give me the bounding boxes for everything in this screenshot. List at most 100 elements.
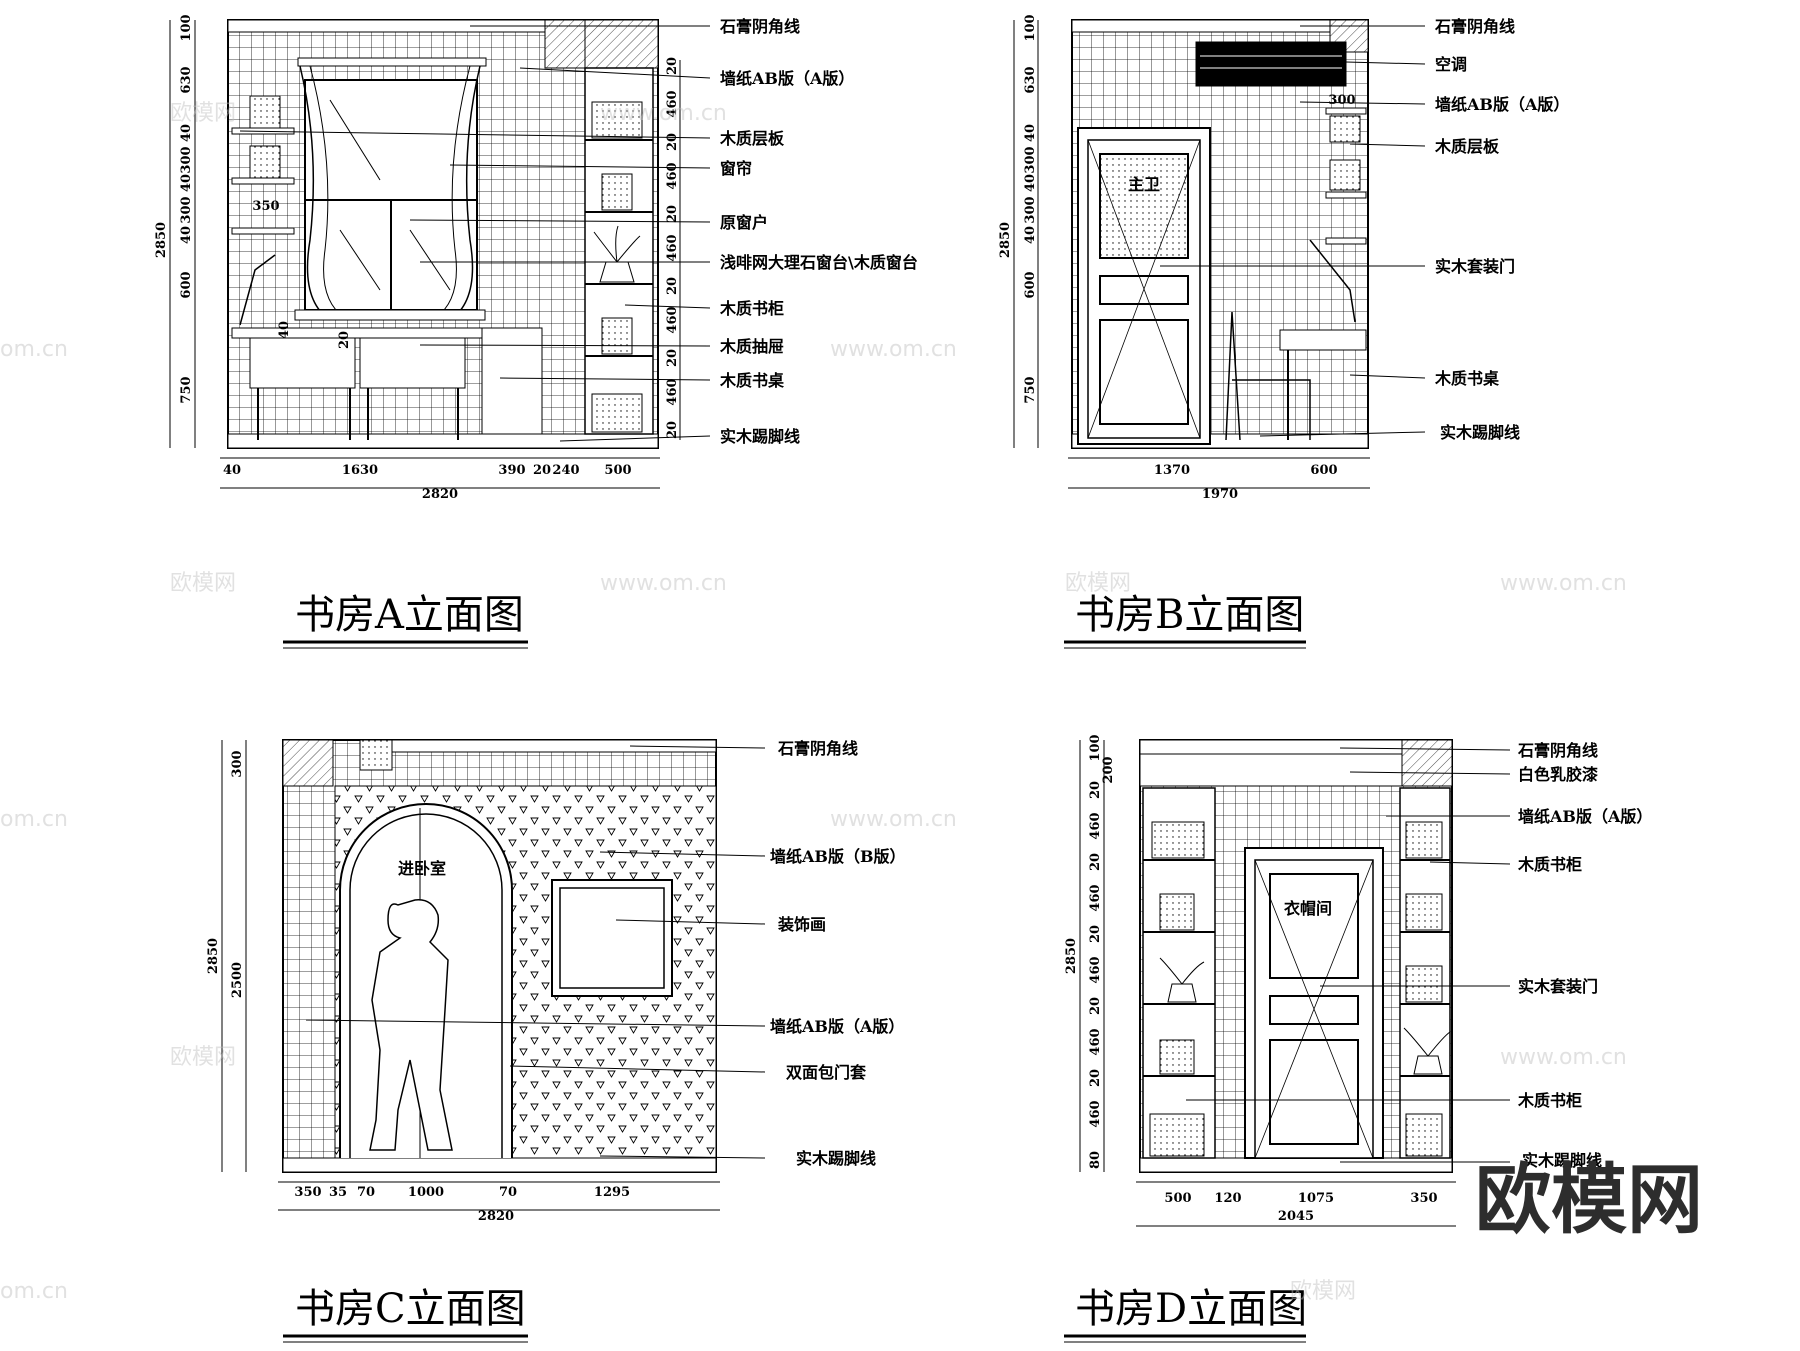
panel-c-total-height: 2850 (206, 938, 221, 974)
panel-b-title: 书房B立面图 (1075, 592, 1304, 638)
hdim: 500 (604, 463, 631, 478)
panel-b-labels: 石膏阴角线 空调 墙纸AB版（A版） 木质层板 实木套装门 木质书桌 实木踢脚线 (1434, 17, 1569, 442)
material-label: 墙纸AB版（A版） (1518, 807, 1652, 826)
material-label: 实木踢脚线 (1522, 1151, 1602, 1170)
hdim: 600 (1310, 463, 1337, 478)
vdim: 20 (665, 133, 680, 151)
vdim: 20 (665, 205, 680, 223)
watermark: www.om.cn (600, 571, 727, 596)
panel-c-total-width: 2820 (478, 1209, 514, 1224)
panel-a-elevation (227, 19, 659, 449)
watermark: www.om.cn (830, 807, 957, 832)
panel-b-desk (1279, 329, 1367, 351)
material-label: 石膏阴角线 (1434, 17, 1515, 36)
material-label: 木质书柜 (1517, 1091, 1582, 1110)
material-label: 实木踢脚线 (720, 427, 800, 446)
panel-d-leaders (1186, 747, 1511, 1163)
vdim: 600 (1023, 271, 1038, 298)
brand-logo-text: 欧模网 (1475, 1155, 1703, 1244)
material-label: 实木踢脚线 (1440, 423, 1520, 442)
panel-c-human-figure (369, 899, 453, 1151)
vdim: 20 (1088, 853, 1103, 871)
panel-a-curtain-left (299, 65, 331, 321)
material-label: 木质书桌 (719, 371, 784, 390)
material-label: 木质层板 (719, 129, 785, 148)
vdim: 300 (230, 750, 245, 777)
inner-dim: 350 (252, 199, 279, 214)
hdim: 1370 (1154, 463, 1190, 478)
panel-d-title: 书房D立面图 (1075, 1286, 1307, 1332)
material-label: 原窗户 (720, 213, 768, 232)
panel-b-elevation: 主卫 300 (1071, 19, 1369, 449)
panel-a-labels: 石膏阴角线 墙纸AB版（A版） 木质层板 窗帘 原窗户 浅啡网大理石窗台\木质窗… (719, 17, 918, 446)
vdim: 100 (1088, 734, 1103, 761)
material-label: 双面包门套 (786, 1063, 867, 1082)
watermark: om.cn (0, 807, 68, 832)
watermark: www.om.cn (830, 337, 957, 362)
hdim: 120 (1214, 1191, 1241, 1206)
panel-a-hdims: 40 1630 390 20 240 500 2820 350 40 20 (220, 199, 660, 502)
material-label: 木质书桌 (1434, 369, 1499, 388)
panel-a-curtain-right (449, 65, 481, 321)
hdim: 1075 (1298, 1191, 1334, 1206)
vdim: 100 (179, 14, 194, 41)
hdim: 350 (294, 1185, 321, 1200)
material-label: 墙纸AB版（B版） (770, 847, 905, 866)
hdim: 20 (533, 463, 551, 478)
panel-a-total-width: 2820 (422, 487, 458, 502)
panel-c-title: 书房C立面图 (295, 1286, 526, 1332)
hdim: 240 (552, 463, 579, 478)
vdim: 40 (1023, 226, 1038, 244)
vdim: 200 (1101, 756, 1116, 783)
panel-c-room-name: 进卧室 (398, 859, 446, 878)
panel-d-room-name: 衣帽间 (1284, 899, 1332, 918)
vdim: 630 (179, 66, 194, 93)
vdim: 460 (665, 378, 680, 405)
vdim: 300 (179, 146, 194, 173)
panel-b-air-conditioner (1195, 41, 1347, 87)
panel-d-elevation: 衣帽间 (1139, 739, 1453, 1173)
watermark: 欧模网 (1065, 571, 1131, 596)
vdim: 460 (1088, 956, 1103, 983)
panel-a-total-height: 2850 (154, 222, 169, 258)
material-label: 装饰画 (777, 915, 826, 934)
vdim: 300 (1023, 196, 1038, 223)
vdim: 40 (179, 174, 194, 192)
material-label: 石膏阴角线 (777, 739, 858, 758)
vdim: 80 (1088, 1151, 1103, 1169)
vdim: 460 (1088, 1028, 1103, 1055)
panel-d-vdims: 2850 100 200 20 460 20 460 20 460 20 460… (1064, 734, 1116, 1172)
panel-d-total-width: 2045 (1278, 1209, 1314, 1224)
material-label: 窗帘 (720, 159, 752, 178)
hdim: 70 (357, 1185, 375, 1200)
vdim: 460 (665, 90, 680, 117)
vdim: 750 (179, 376, 194, 403)
hdim: 1000 (408, 1185, 444, 1200)
vdim: 40 (1023, 124, 1038, 142)
panel-b-total-width: 1970 (1202, 487, 1238, 502)
vdim: 300 (179, 196, 194, 223)
panel-b-room-name: 主卫 (1128, 175, 1160, 194)
watermark: om.cn (0, 337, 68, 362)
material-label: 木质书柜 (1517, 855, 1582, 874)
vdim: 20 (1088, 997, 1103, 1015)
panel-c-hdims: 350 35 70 1000 70 1295 2820 (278, 1181, 720, 1224)
watermark: 欧模网 (1290, 1279, 1356, 1304)
vdim: 2500 (230, 962, 245, 998)
watermark: www.om.cn (1500, 1045, 1627, 1070)
panel-a-baseboard (227, 433, 659, 449)
vdim: 20 (665, 57, 680, 75)
panel-a-column-right (584, 19, 659, 69)
vdim: 460 (665, 306, 680, 333)
vdim: 460 (665, 162, 680, 189)
vdim: 600 (179, 271, 194, 298)
vdim: 40 (179, 124, 194, 142)
inner-dim: 20 (337, 331, 352, 349)
hdim: 350 (1410, 1191, 1437, 1206)
panel-a-vdims: 2850 100 630 40 300 40 300 40 600 750 20… (154, 14, 681, 448)
panel-b-chair (1225, 311, 1311, 441)
watermark: om.cn (0, 1279, 68, 1304)
inner-dim: 40 (277, 321, 292, 339)
material-label: 石膏阴角线 (1517, 741, 1598, 760)
